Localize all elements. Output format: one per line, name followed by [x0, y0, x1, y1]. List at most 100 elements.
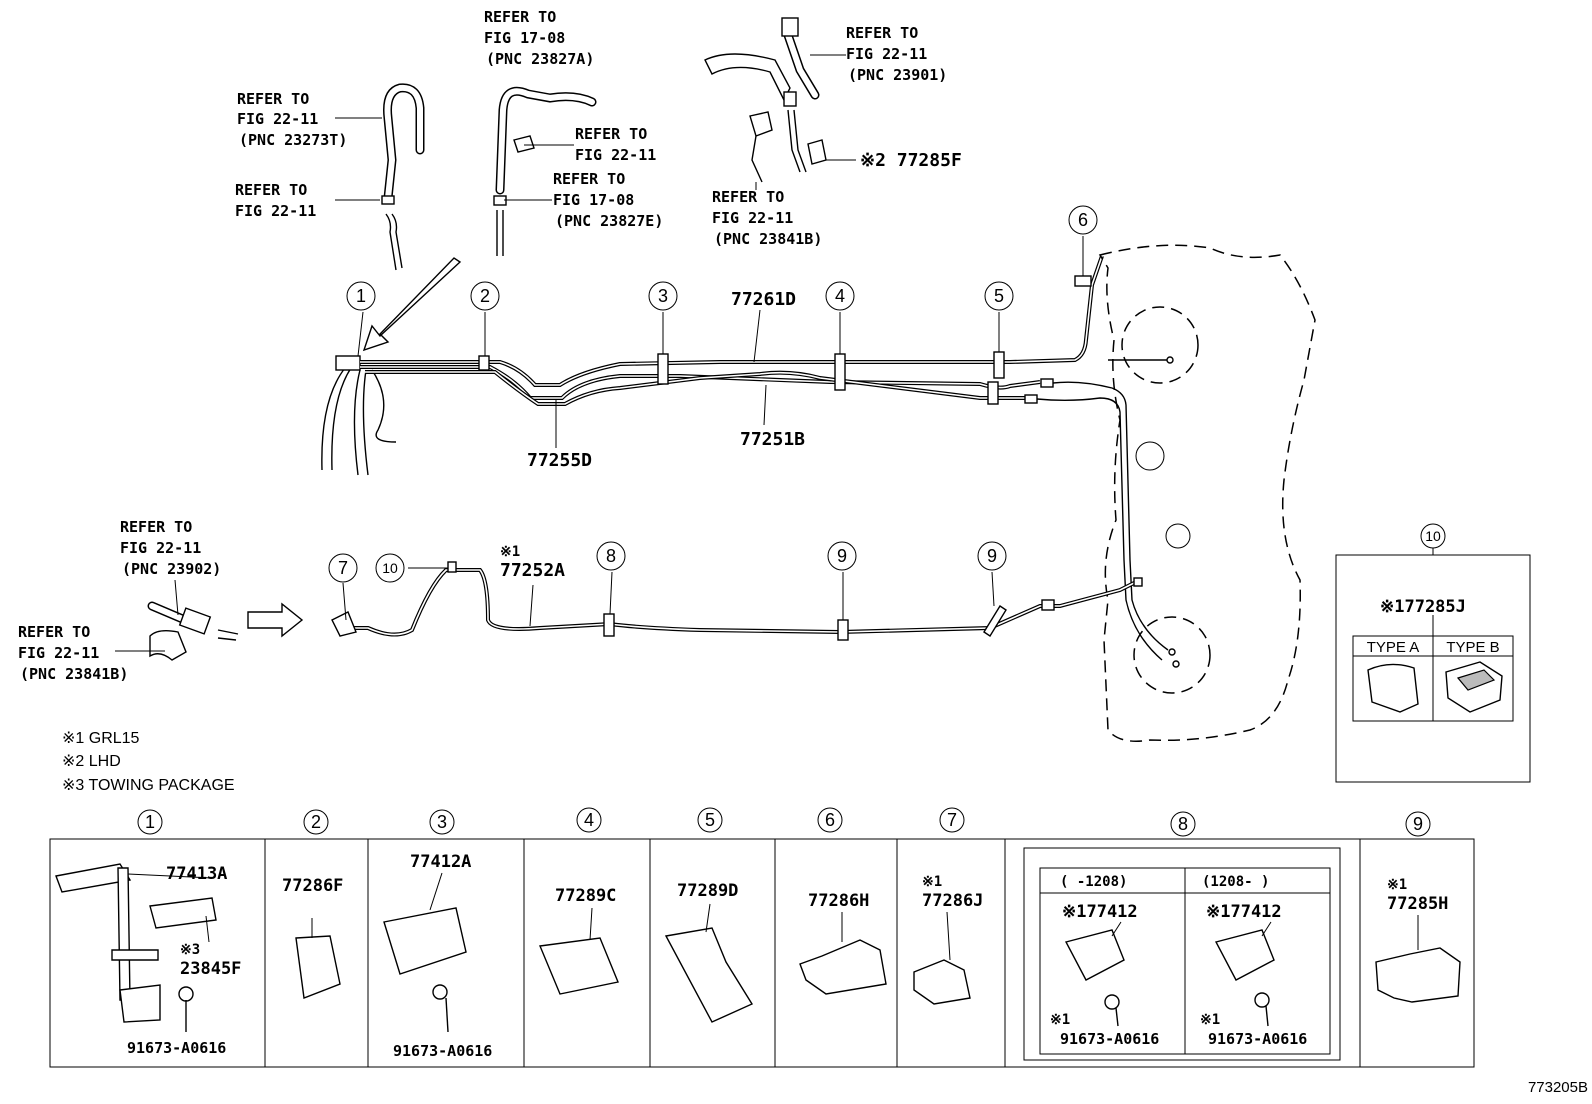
callout-circles — [137, 205, 1446, 837]
note-1-mark: ※1 — [1200, 1012, 1220, 1028]
table-header-6: 6 — [825, 810, 835, 830]
refer-fig: FIG 22-11 — [846, 45, 927, 63]
note-2: ※2 LHD — [62, 753, 121, 770]
part-77285f: ※2 77285F — [860, 150, 962, 171]
figure-id: 773205B — [1528, 1079, 1588, 1096]
refer-label: REFER TO — [237, 90, 309, 108]
refer-label: REFER TO — [846, 24, 918, 42]
lower-pipe-assembly — [331, 561, 1143, 641]
refer-label: REFER TO — [18, 623, 90, 641]
callout-6: 6 — [1078, 210, 1088, 230]
table-header-5: 5 — [705, 810, 715, 830]
part-77251b: 77251B — [740, 429, 805, 450]
table-header-8: 8 — [1178, 814, 1188, 834]
part-77289c: 77289C — [555, 886, 616, 906]
upper-pipe-assembly — [321, 255, 1131, 561]
callout-8: 8 — [606, 546, 616, 566]
table-header-2: 2 — [311, 812, 321, 832]
hose-23827a — [493, 86, 597, 256]
refer-label: REFER TO — [235, 181, 307, 199]
parts-table — [49, 838, 1475, 1068]
main-part-numbers: ※2 77285F 77261D 77251B 77255D ※1 77252A — [500, 150, 962, 581]
table-header-7: 7 — [947, 810, 957, 830]
note-1-mark: ※1 — [1387, 877, 1407, 893]
callout-9b: 9 — [987, 546, 997, 566]
bolt-91673-right: 91673-A0616 — [1208, 1030, 1307, 1048]
part-77286h: 77286H — [808, 891, 869, 911]
refer-pnc: (PNC 23273T) — [239, 131, 347, 149]
refer-pnc: (PNC 23841B) — [20, 665, 128, 683]
part-77289d: 77289D — [677, 881, 738, 901]
arrow-indicator — [362, 257, 462, 352]
refer-text: REFER TO FIG 17-08 (PNC 23827A) REFER TO… — [18, 8, 947, 683]
refer-label: REFER TO — [553, 170, 625, 188]
table-header-4: 4 — [584, 810, 594, 830]
part-77413a: 77413A — [166, 864, 227, 884]
part-77255d: 77255D — [527, 450, 592, 471]
refer-label: REFER TO — [484, 8, 556, 26]
table-header-3: 3 — [437, 812, 447, 832]
hose-23901 — [704, 17, 827, 183]
callout-10-box: 10 — [1425, 528, 1441, 544]
part-77252a: 77252A — [500, 560, 565, 581]
bolt-91673-left: 91673-A0616 — [1060, 1030, 1159, 1048]
type-b-label: TYPE B — [1446, 639, 1499, 656]
refer-label: REFER TO — [575, 125, 647, 143]
refer-fig: FIG 22-11 — [575, 146, 656, 164]
table-cells: 77413A ※3 23845F 91673-A0616 77286F 7741… — [127, 852, 1448, 1060]
callout-2: 2 — [480, 286, 490, 306]
callout-5: 5 — [994, 286, 1004, 306]
refer-label: REFER TO — [712, 188, 784, 206]
refer-pnc: (PNC 23902) — [122, 560, 221, 578]
callout-10: 10 — [382, 560, 398, 576]
type-box-text: ※177285J TYPE A TYPE B — [1367, 597, 1500, 656]
refer-fig: FIG 22-11 — [712, 209, 793, 227]
part-note-1: ※1 — [500, 544, 520, 560]
refer-fig: FIG 22-11 — [18, 644, 99, 662]
refer-label: REFER TO — [120, 518, 192, 536]
part-77412-right: ※177412 — [1206, 902, 1282, 922]
type-box — [1335, 548, 1531, 783]
refer-fig: FIG 22-11 — [235, 202, 316, 220]
callout-numbers: 1 2 3 4 5 6 7 8 9 9 10 10 — [338, 210, 1441, 578]
note-1-mark: ※1 — [1050, 1012, 1070, 1028]
part-77286j: 77286J — [922, 891, 983, 911]
callout-7: 7 — [338, 558, 348, 578]
callout-3: 3 — [658, 286, 668, 306]
refer-pnc: (PNC 23827E) — [555, 212, 663, 230]
notes-list: ※1 GRL15 ※2 LHD ※3 TOWING PACKAGE — [62, 730, 235, 794]
callout-1: 1 — [356, 286, 366, 306]
bolt-91673: 91673-A0616 — [393, 1042, 492, 1060]
note-3: ※3 TOWING PACKAGE — [62, 777, 235, 794]
table-header-1: 1 — [145, 812, 155, 832]
note-1-mark: ※1 — [922, 874, 942, 890]
part-23845f: 23845F — [180, 959, 241, 979]
refer-fig: FIG 22-11 — [120, 539, 201, 557]
table-headers: 1 2 3 4 5 6 7 8 9 — [145, 810, 1423, 834]
hose-23902 — [147, 601, 304, 661]
part-77285j: ※177285J — [1380, 597, 1466, 617]
range-left: ( -1208) — [1060, 874, 1127, 890]
refer-fig: FIG 17-08 — [553, 191, 634, 209]
bolt-91673: 91673-A0616 — [127, 1039, 226, 1057]
range-right: (1208- ) — [1202, 874, 1269, 890]
part-77412-left: ※177412 — [1062, 902, 1138, 922]
refer-pnc: (PNC 23841B) — [714, 230, 822, 248]
note-3-mark: ※3 — [180, 942, 200, 958]
table-header-9: 9 — [1413, 814, 1423, 834]
refer-pnc: (PNC 23827A) — [486, 50, 594, 68]
refer-fig: FIG 17-08 — [484, 29, 565, 47]
part-77285h: 77285H — [1387, 894, 1448, 914]
note-1: ※1 GRL15 — [62, 730, 140, 747]
fuel-tank-outline — [1098, 244, 1316, 742]
refer-pnc: (PNC 23901) — [848, 66, 947, 84]
part-77412a: 77412A — [410, 852, 471, 872]
leader-lines — [115, 54, 1419, 961]
part-77286f: 77286F — [282, 876, 343, 896]
callout-4: 4 — [835, 286, 845, 306]
part-77261d: 77261D — [731, 289, 796, 310]
refer-fig: FIG 22-11 — [237, 110, 318, 128]
type-a-label: TYPE A — [1367, 639, 1420, 656]
callout-9: 9 — [837, 546, 847, 566]
